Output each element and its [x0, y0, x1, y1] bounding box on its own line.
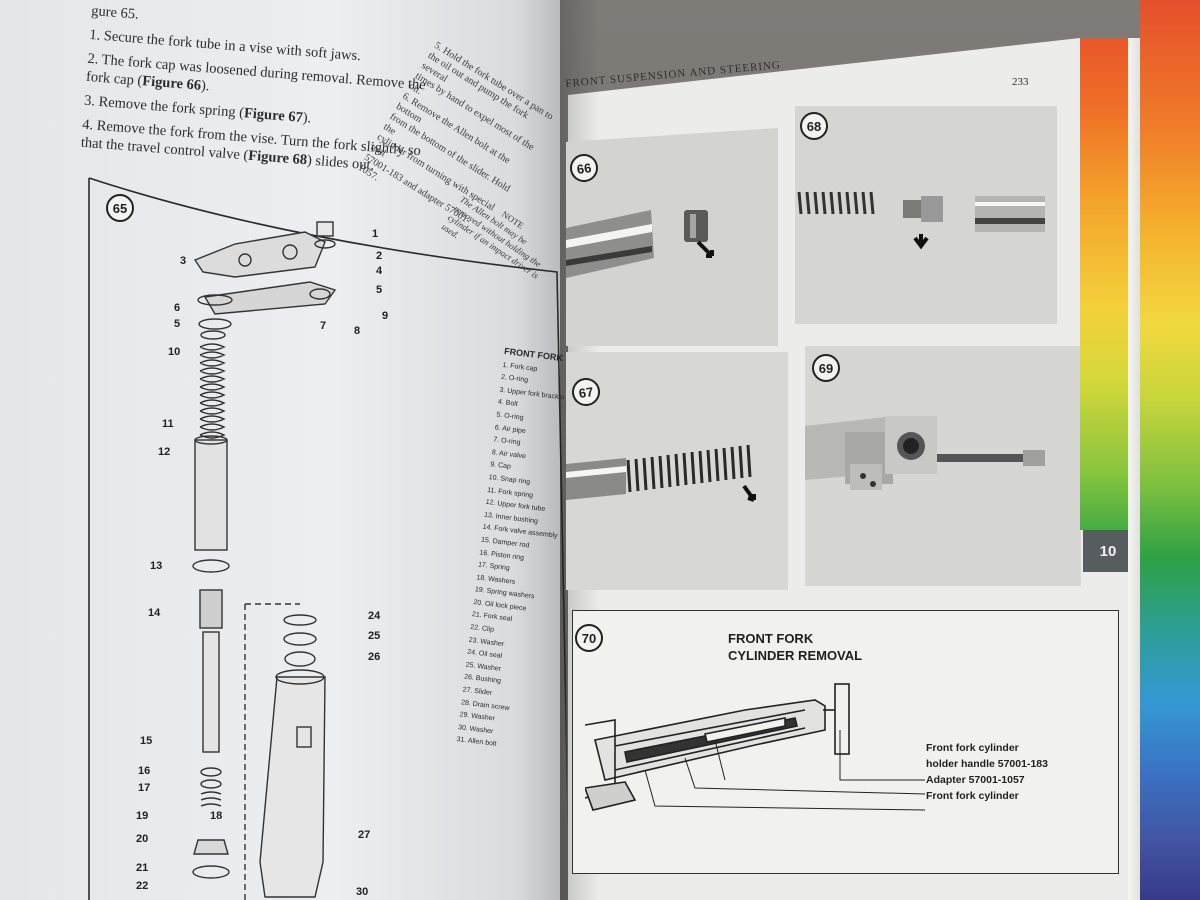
- callout-number: 17: [138, 782, 151, 794]
- step-2-tail: ).: [200, 77, 211, 95]
- callout-number: 14: [148, 607, 161, 619]
- step-2-figure-ref: Figure 66: [141, 73, 202, 94]
- callout-number: 5: [174, 318, 181, 330]
- callout-number: 4: [376, 265, 383, 277]
- callout-number: 19: [136, 810, 149, 822]
- page-edge-color-index-outer: [1140, 0, 1200, 900]
- figure-66-photo: [566, 128, 778, 346]
- figure-65-diagram: [88, 177, 568, 900]
- figure-70-callout-holder-handle: holder handle 57001-183: [926, 758, 1048, 770]
- callout-number: 13: [150, 560, 163, 572]
- chapter-tab: 10: [1083, 530, 1133, 572]
- callout-number: 22: [136, 880, 149, 892]
- callout-number: 9: [382, 310, 389, 322]
- callout-number: 20: [136, 833, 149, 845]
- figure-68-badge: 68: [800, 112, 828, 140]
- callout-number: 11: [162, 418, 174, 430]
- left-page: gure 65. 1. Secure the fork tube in a vi…: [0, 0, 568, 900]
- callout-number: 6: [174, 302, 181, 314]
- step-4-figure-ref: Figure 68: [247, 147, 308, 169]
- callout-number: 8: [354, 325, 361, 337]
- figure-70-title: FRONT FORK CYLINDER REMOVAL: [728, 630, 862, 664]
- callout-number: 2: [376, 250, 383, 262]
- callout-number: 7: [320, 320, 327, 332]
- callout-number: 18: [210, 810, 223, 822]
- figure-67-photo: [566, 352, 788, 590]
- figure-70-title-line-1: FRONT FORK: [728, 631, 814, 646]
- figure-70-title-line-2: CYLINDER REMOVAL: [728, 648, 863, 663]
- figure-70-callout-cylinder: Front fork cylinder: [926, 790, 1019, 802]
- step-3-tail: ).: [302, 109, 312, 127]
- figure-70-badge: 70: [575, 624, 603, 652]
- callout-number: 25: [368, 630, 381, 642]
- fork-tube-and-spring-photo: [566, 352, 788, 590]
- callout-number: 15: [140, 735, 153, 747]
- figure-69-photo: [805, 346, 1081, 586]
- step-3-figure-ref: Figure 67: [243, 105, 304, 126]
- callout-number: 21: [136, 862, 149, 874]
- fork-tube-and-cap-photo: [566, 128, 778, 346]
- callout-number: 26: [368, 651, 381, 663]
- figure-70-callout-cylinder-label: Front fork cylinder: [926, 742, 1019, 754]
- callout-number: 30: [356, 886, 369, 898]
- figure-65-badge: 65: [106, 194, 134, 222]
- callout-number: 10: [168, 346, 181, 358]
- figure-70-callout-adapter: Adapter 57001-1057: [926, 774, 1025, 786]
- figure-68-photo: [795, 106, 1057, 324]
- callout-number: 24: [368, 610, 381, 622]
- page-edge-white-stripe: [1128, 38, 1140, 900]
- page-number: 233: [1012, 76, 1029, 88]
- cylinder-and-holder-photo: [805, 346, 1081, 586]
- callout-number: 5: [376, 284, 383, 296]
- spring-valve-cylinder-photo: [795, 106, 1057, 324]
- callout-number: 27: [358, 829, 371, 841]
- callout-number: 3: [180, 255, 187, 267]
- figure-69-badge: 69: [812, 354, 840, 382]
- callout-number: 12: [158, 446, 171, 458]
- callout-number: 16: [138, 765, 151, 777]
- callout-number: 1: [372, 228, 379, 240]
- figure-70-drawing: [585, 683, 925, 811]
